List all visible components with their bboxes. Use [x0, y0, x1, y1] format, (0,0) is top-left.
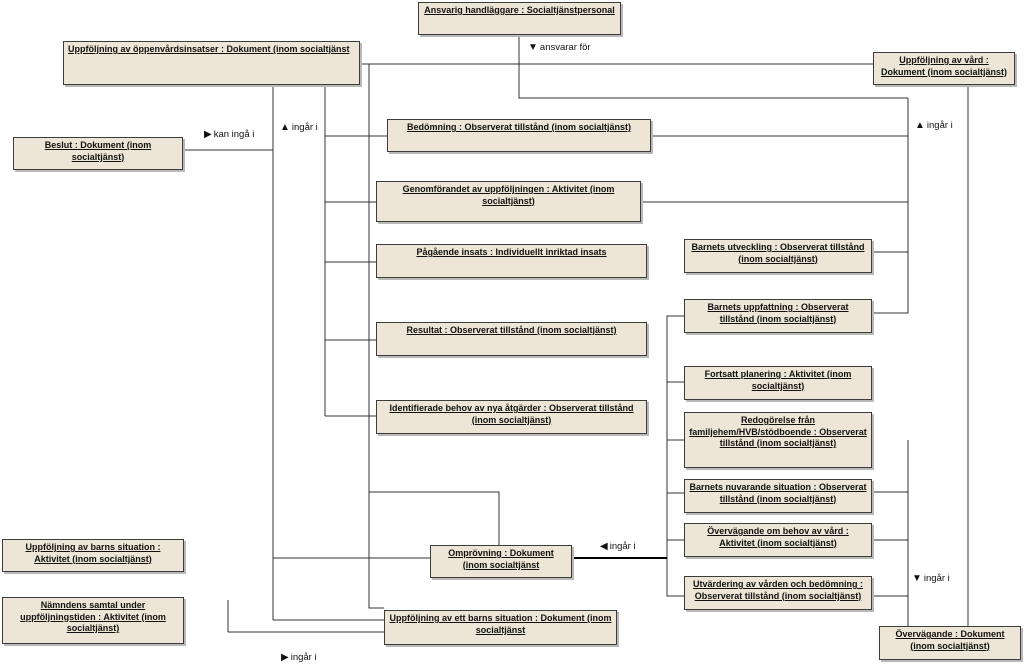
box-uppfoljning-ett-barns-situation[interactable]: Uppföljning av ett barns situation : Dok…	[384, 610, 617, 645]
triangle-left-icon: ◀	[600, 541, 608, 552]
label-ingar-i-right-bottom: ▼ingår i	[912, 573, 950, 584]
box-resultat[interactable]: Resultat : Observerat tillstånd (inom so…	[376, 322, 647, 356]
triangle-right-icon: ▶	[204, 129, 212, 140]
box-overvagande-behov-vard[interactable]: Övervägande om behov av vård : Aktivitet…	[684, 523, 872, 557]
connector-ansvarar	[518, 35, 908, 99]
label-ingar-i-right-top: ▲ingår i	[915, 120, 953, 131]
label-ingar-i-left-text: ingår i	[291, 122, 318, 133]
label-ingar-i-right-top-text: ingår i	[926, 120, 953, 131]
box-bedomning[interactable]: Bedömning : Observerat tillstånd (inom s…	[387, 119, 651, 152]
label-ingar-i-bottom-text: ingår i	[290, 652, 317, 663]
box-barnets-uppfattning[interactable]: Barnets uppfattning : Observerat tillstå…	[684, 299, 872, 333]
box-namndens-samtal[interactable]: Nämndens samtal under uppföljningstiden …	[2, 597, 184, 644]
triangle-down-icon: ▼	[528, 42, 538, 53]
box-identifierade-behov[interactable]: Identifierade behov av nya åtgärder : Ob…	[376, 400, 647, 434]
box-genomforandet[interactable]: Genomförandet av uppföljningen : Aktivit…	[376, 181, 641, 222]
label-ingar-i-bottom: ▶ingår i	[281, 652, 317, 663]
box-uppfoljning-barns-situation[interactable]: Uppföljning av barns situation : Aktivit…	[2, 539, 184, 572]
box-barnets-nuvarande-situation[interactable]: Barnets nuvarande situation : Observerat…	[684, 479, 872, 513]
label-kan-inga-i: ▶kan ingå i	[204, 129, 254, 140]
box-utvardering[interactable]: Utvärdering av vården och bedömning : Ob…	[684, 576, 872, 610]
box-omprovning[interactable]: Omprövning : Dokument (inom socialtjänst	[430, 545, 572, 578]
box-uppfoljning-oppenvardsinsatser[interactable]: Uppföljning av öppenvårdsinsatser : Doku…	[63, 41, 360, 85]
label-ingar-i-left: ▲ingår i	[280, 122, 318, 133]
box-beslut[interactable]: Beslut : Dokument (inom socialtjänst)	[13, 137, 183, 170]
box-pagaende-insats[interactable]: Pågående insats : Individuellt inriktad …	[376, 244, 647, 278]
triangle-up-icon: ▲	[915, 120, 925, 131]
label-ansvarar-for: ▼ansvarar för	[528, 42, 591, 53]
label-ingar-i-right-bottom-text: ingår i	[923, 573, 950, 584]
box-ansvarig-handlaggare[interactable]: Ansvarig handläggare : Socialtjänstperso…	[418, 2, 621, 35]
box-redogorelse[interactable]: Redogörelse från familjehem/HVB/stödboen…	[684, 412, 872, 468]
triangle-up-icon: ▲	[280, 122, 290, 133]
triangle-down-icon: ▼	[912, 573, 922, 584]
box-uppfoljning-av-vard[interactable]: Uppföljning av vård : Dokument (inom soc…	[873, 52, 1015, 85]
label-ingar-i-middle-text: ingår i	[609, 541, 636, 552]
box-fortsatt-planering[interactable]: Fortsatt planering : Aktivitet (inom soc…	[684, 366, 872, 400]
label-ingar-i-middle: ◀ingår i	[600, 541, 636, 552]
label-ansvarar-for-text: ansvarar för	[539, 42, 591, 53]
box-overvagande-dokument[interactable]: Övervägande : Dokument (inom socialtjäns…	[879, 626, 1021, 660]
box-barnets-utveckling[interactable]: Barnets utveckling : Observerat tillstån…	[684, 239, 872, 273]
triangle-right-icon: ▶	[281, 652, 289, 663]
label-kan-inga-i-text: kan ingå i	[213, 129, 255, 140]
